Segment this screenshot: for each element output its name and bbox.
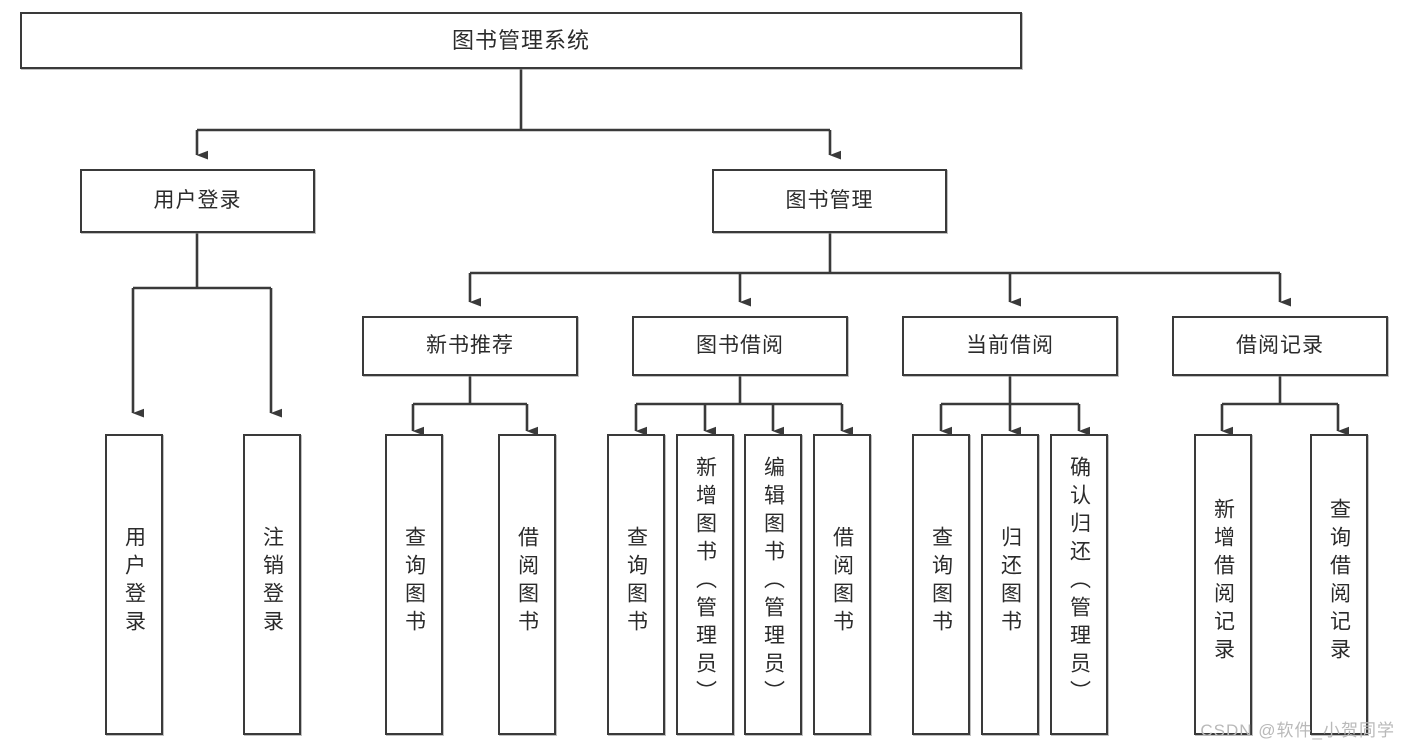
leaf-query-book-1[interactable]: 查询图书 (385, 434, 443, 735)
leaf-edit-book[interactable]: 编辑图书（管理员） (744, 434, 802, 735)
leaf-borrow-book-1[interactable]: 借阅图书 (498, 434, 556, 735)
leaf-edit-book-label: 编辑图书（管理员） (761, 455, 785, 708)
leaf-add-book[interactable]: 新增图书（管理员） (676, 434, 734, 735)
leaf-confirm-return-label: 确认归还（管理员） (1067, 455, 1091, 708)
leaf-add-record-label: 新增借阅记录 (1211, 497, 1235, 666)
node-new-book-recommend-label: 新书推荐 (426, 333, 514, 357)
leaf-query-record-label: 查询借阅记录 (1327, 497, 1351, 666)
leaf-query-book-1-label: 查询图书 (402, 525, 426, 638)
node-borrow-record[interactable]: 借阅记录 (1172, 316, 1388, 376)
leaf-query-book-2[interactable]: 查询图书 (607, 434, 665, 735)
node-book-borrow-label: 图书借阅 (696, 333, 784, 357)
leaf-borrow-book-2-label: 借阅图书 (830, 525, 854, 638)
node-book-manage[interactable]: 图书管理 (712, 169, 947, 233)
leaf-user-logout-label: 注销登录 (260, 525, 284, 638)
node-new-book-recommend[interactable]: 新书推荐 (362, 316, 578, 376)
node-book-borrow[interactable]: 图书借阅 (632, 316, 848, 376)
leaf-query-book-2-label: 查询图书 (624, 525, 648, 638)
leaf-user-login[interactable]: 用户登录 (105, 434, 163, 735)
leaf-query-book-3-label: 查询图书 (929, 525, 953, 638)
leaf-query-record[interactable]: 查询借阅记录 (1310, 434, 1368, 735)
node-current-borrow[interactable]: 当前借阅 (902, 316, 1118, 376)
node-current-borrow-label: 当前借阅 (966, 333, 1054, 357)
node-user-login[interactable]: 用户登录 (80, 169, 315, 233)
leaf-query-book-3[interactable]: 查询图书 (912, 434, 970, 735)
leaf-return-book-label: 归还图书 (998, 525, 1022, 638)
node-user-login-label: 用户登录 (153, 188, 242, 212)
leaf-add-record[interactable]: 新增借阅记录 (1194, 434, 1252, 735)
leaf-user-login-label: 用户登录 (122, 525, 146, 638)
leaf-borrow-book-2[interactable]: 借阅图书 (813, 434, 871, 735)
leaf-user-logout[interactable]: 注销登录 (243, 434, 301, 735)
leaf-confirm-return[interactable]: 确认归还（管理员） (1050, 434, 1108, 735)
watermark-text: CSDN @软件_小贺同学 (1200, 721, 1395, 740)
leaf-borrow-book-1-label: 借阅图书 (515, 525, 539, 638)
node-root[interactable]: 图书管理系统 (20, 12, 1022, 69)
leaf-add-book-label: 新增图书（管理员） (693, 455, 717, 708)
node-root-label: 图书管理系统 (451, 27, 590, 53)
node-book-manage-label: 图书管理 (785, 188, 874, 212)
leaf-return-book[interactable]: 归还图书 (981, 434, 1039, 735)
node-borrow-record-label: 借阅记录 (1236, 333, 1324, 357)
